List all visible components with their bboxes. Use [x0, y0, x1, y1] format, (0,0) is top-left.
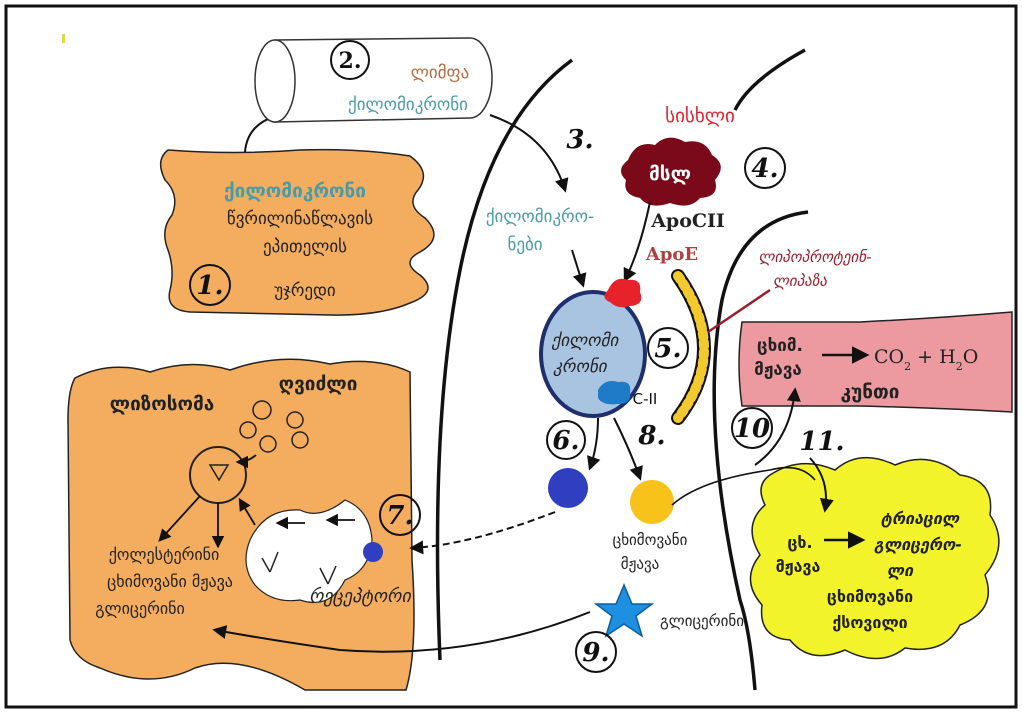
adipose-tissue-line2: ქსოვილი [832, 613, 907, 632]
small-mark [62, 34, 65, 43]
num-6-circle [546, 420, 586, 460]
num-2-circle [330, 40, 370, 80]
fat-label: მსლ [649, 163, 691, 185]
arrow-icon [809, 457, 834, 513]
arrow-icon [489, 114, 569, 193]
vesicle-circle-icon [239, 421, 257, 439]
fatty-acid-blue-circle-icon [548, 468, 588, 508]
num-5: 5. [654, 334, 681, 364]
num-1: 1. [196, 271, 223, 301]
adipose-tissue-line1: ცხიმოვანი [827, 587, 913, 606]
receptor-icon [261, 551, 279, 573]
lpl-line1: ლიპოპროტეინ- [759, 248, 872, 266]
intestine-line3: უჯრედი [274, 281, 335, 301]
num-9-circle [575, 631, 617, 673]
num-3: 3. [566, 125, 593, 155]
apo-c2-blob [598, 381, 631, 405]
apo-c-label: ApoCII [650, 210, 725, 232]
adipose-fa-line1: ცხ. [787, 533, 812, 552]
muscle-name: კუნთი [840, 381, 899, 403]
free-fa-line2: მჟავა [621, 555, 660, 573]
chylo-inner-line2: კრონი [552, 357, 607, 377]
adipose-fa-line2: მჟავა [776, 557, 821, 576]
num-8: 8. [637, 421, 665, 451]
intestine-line1: წვრილინაწლავის [227, 209, 373, 229]
num-7-circle [379, 494, 421, 536]
lymph-chylo-label: ქილომიკრონი [348, 95, 468, 115]
muscle-shape [738, 311, 1013, 413]
muscle-fa-line2: მჟავა [754, 360, 802, 380]
adipose-shape [749, 456, 1000, 660]
arrow-icon [571, 249, 587, 288]
blood-label: სისხლი [665, 105, 735, 127]
fa-to-adipose-line [671, 466, 816, 506]
num-1-circle [189, 264, 231, 306]
num-9: 9. [582, 638, 609, 668]
fat-blob [620, 137, 721, 206]
lysosome-label: ლიზოსომა [110, 393, 215, 415]
arrow-icon [613, 417, 643, 481]
receptor-label: რეცეპტორი [309, 586, 412, 607]
glycerol-star-icon [593, 583, 655, 638]
arrow-icon [238, 497, 256, 526]
tg-line1: ტრიაცილ [881, 509, 960, 528]
vesicle-circle-icon [252, 400, 272, 420]
num-4-circle [744, 147, 786, 189]
vesicle-circle-icon [259, 435, 277, 453]
glycerol-label: გლიცერინი [660, 612, 744, 630]
num-11: 11. [799, 427, 844, 457]
vesicle-circle-icon [291, 431, 309, 449]
arrow-icon [212, 611, 591, 653]
apo-e-blob [604, 278, 642, 308]
blood-chylo-line1: ქილომიკრო- [486, 207, 594, 227]
fatty-acid-circle-icon [630, 480, 674, 524]
lpl-enzyme [673, 271, 709, 423]
arrow-icon [158, 495, 201, 542]
vessel-wall-right [712, 210, 809, 691]
lymph-vessel [274, 37, 493, 123]
chylo-inner-line1: ქილომი [551, 331, 620, 351]
muscle-fa-line1: ცხიმ. [757, 336, 803, 356]
liver-product-3: გლიცერინი [95, 599, 185, 618]
vessel-wall-top [733, 48, 806, 111]
arrow-icon [754, 387, 801, 466]
blood-chylo-line2: ნები [507, 235, 542, 255]
liver-label: ღვიძლი [279, 373, 358, 395]
receptor-icon [319, 565, 337, 585]
ligand-circle-icon [363, 542, 383, 562]
num-10: 10 [734, 414, 770, 444]
arrow-icon [409, 511, 556, 555]
num-7: 7. [386, 501, 413, 531]
lpl-line2: ლიპაზა [773, 272, 827, 290]
num-5-circle [647, 327, 689, 369]
lymph-vessel-opening [254, 39, 296, 123]
arrow-icon [587, 417, 601, 471]
liver-product-1: ქოლესტერინი [109, 545, 220, 564]
intestine-line2: ეპითელის [263, 237, 347, 257]
lymph-label: ლიმფა [411, 63, 469, 83]
num-10-circle [731, 407, 773, 449]
intestine-chylo-label: ქილომიკრონი [224, 180, 366, 202]
num-6: 6. [552, 426, 579, 456]
muscle-product: CO2 + H2O [874, 346, 978, 373]
tg-line2: გლიცერო- [874, 535, 962, 554]
liver-shape [67, 358, 415, 691]
liver-product-2: ცხიმოვანი მჟავა [107, 572, 233, 591]
num-4: 4. [751, 154, 778, 184]
tg-line3: ლი [887, 561, 914, 580]
arrow-icon [235, 454, 257, 469]
vesicle-circle-icon [286, 411, 304, 429]
free-fa-line1: ცხიმოვანი [613, 531, 688, 549]
apo-e-label: ApoE [645, 244, 698, 265]
receptor-triangle-icon [208, 464, 230, 482]
c2-label: C-II [633, 390, 658, 408]
lpl-pointer [707, 288, 771, 334]
num-2: 2. [339, 48, 362, 74]
intestine-cell-shape [159, 148, 435, 316]
vessel-wall-left [435, 58, 574, 661]
arrow-icon [623, 201, 651, 283]
